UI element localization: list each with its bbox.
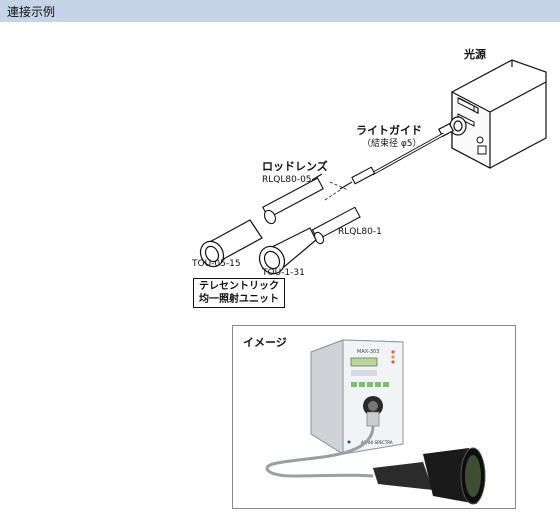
telecentric-unit-tou-1-31 xyxy=(258,227,317,275)
label-light-guide-note: （結束径 φ5） xyxy=(362,137,422,149)
label-tou-05-15: TOU-05-15 xyxy=(191,259,241,269)
telecentric-lens-photo xyxy=(373,447,486,505)
label-rlql80-05: RLQL80-05 xyxy=(262,175,312,185)
telecentric-line-2: 均一照射ユニット xyxy=(199,294,279,305)
image-photo-frame: イメージ MAX-303 ASAHI SPECTRA xyxy=(232,325,516,509)
rod-lens-rlql80-05 xyxy=(262,173,324,225)
connection-diagram: 光源 ライトガイド （結束径 φ5） ロッドレンズ RLQL80-05 RLQL… xyxy=(191,47,547,278)
label-rod-lens: ロッドレンズ xyxy=(262,159,328,173)
section-title: 連接示例 xyxy=(7,5,56,19)
section-header: 連接示例 xyxy=(0,0,560,22)
device-model-text: MAX-303 xyxy=(357,349,379,355)
device-brand-text: ASAHI SPECTRA xyxy=(361,440,393,445)
light-guide-cable-photo xyxy=(265,425,375,478)
device-photo: MAX-303 ASAHI SPECTRA xyxy=(265,339,486,505)
device-connector xyxy=(363,396,383,427)
image-caption: イメージ xyxy=(243,336,287,349)
label-tou-1-31: TOU-1-31 xyxy=(261,268,305,278)
telecentric-line-1: テレセントリック xyxy=(199,281,279,292)
rod-lens-rlql80-1 xyxy=(311,206,361,245)
device-body: MAX-303 ASAHI SPECTRA xyxy=(310,339,404,455)
label-light-source: 光源 xyxy=(463,47,486,61)
label-light-guide: ライトガイド xyxy=(356,123,422,137)
light-guide-cable xyxy=(339,132,445,190)
telecentric-unit-tou-05-15 xyxy=(199,219,263,268)
light-source-unit xyxy=(451,59,547,169)
telecentric-label-box: テレセントリック 均一照射ユニット xyxy=(193,278,285,308)
label-rlql80-1: RLQL80-1 xyxy=(338,227,382,237)
